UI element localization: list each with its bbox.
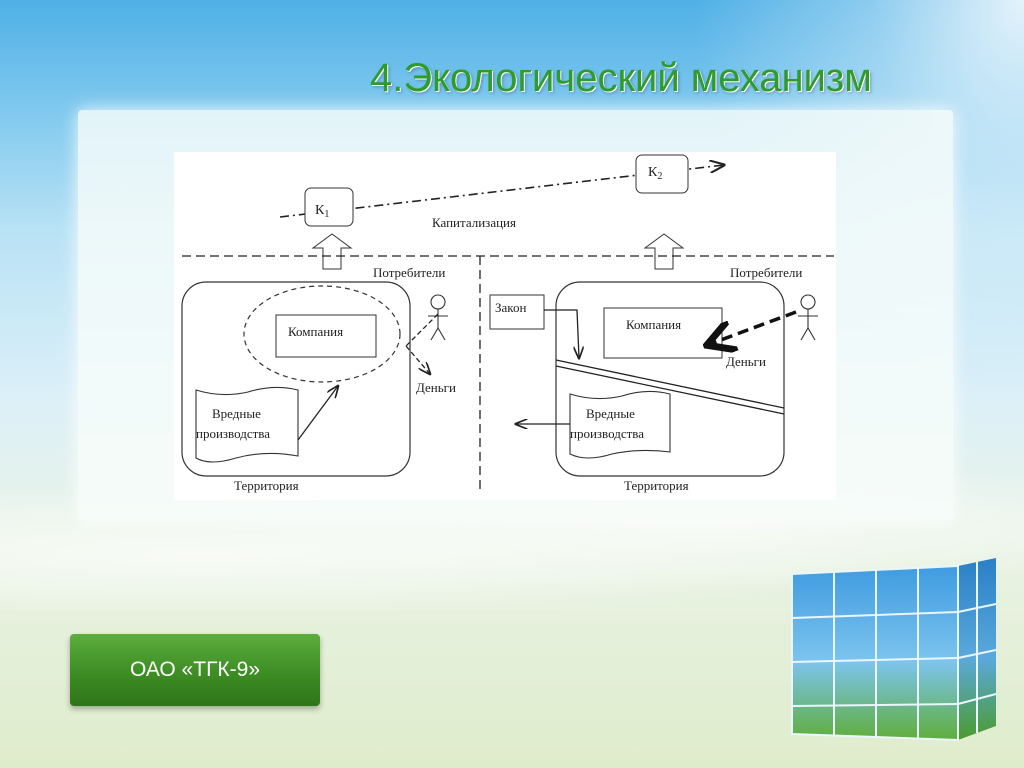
territory-right-label: Территория [624,478,689,493]
law-box [489,294,545,330]
svg-text:К1: К1 [315,203,329,220]
company-name: ОАО «ТГК-9» [129,658,261,681]
k2-subscript: 2 [657,171,662,182]
diagram-svg: К1 К2 Капитализация Потребители Потребит… [181,154,834,493]
company-left-label: Компания [288,324,343,339]
company-left-box [275,314,377,358]
capitalization-label: Капитализация [432,215,516,230]
harmful-left-line1: Вредные [212,406,261,421]
company-badge: ОАО «ТГК-9» [70,634,320,706]
money-left-dashed-arrow [405,345,430,374]
law-barrier-top [555,359,785,409]
capitalization-line [279,165,724,218]
svg-text:К2: К2 [648,165,662,182]
harmful-right-line2: производства [570,426,644,441]
consumers-left-label: Потребители [373,265,445,280]
up-arrow-left [311,233,353,270]
k1-label: К [315,203,325,218]
harm-to-company-arrow [297,386,338,441]
law-label: Закон [495,300,526,315]
money-left-label: Деньги [416,380,456,395]
k2-label: К [648,165,658,180]
glass-cube-decoration [791,558,997,742]
money-right-bold-arrow [710,310,797,344]
k1-node: К1 [304,187,354,227]
harmful-left-shape [195,386,299,463]
money-right-label: Деньги [726,354,766,369]
law-arrow [544,309,579,358]
k2-node: К2 [635,154,689,194]
consumer-to-company-dashed [403,313,439,349]
consumer-right-figure [798,294,818,341]
consumers-right-label: Потребители [730,265,802,280]
territory-left-label: Территория [234,478,299,493]
company-left-ellipse [243,285,401,383]
k1-subscript: 1 [324,209,329,220]
harmful-left-line2: производства [196,426,270,441]
slide-title: 4.Экологический механизм [370,56,872,100]
harmful-right-line1: Вредные [586,406,635,421]
up-arrow-right [643,233,685,270]
diagram: К1 К2 Капитализация Потребители Потребит… [174,152,836,500]
consumer-left-figure [428,294,448,341]
harmful-right-shape [569,390,671,459]
company-right-label: Компания [626,317,681,332]
company-right-box [603,307,723,359]
law-barrier-bottom [555,365,785,415]
